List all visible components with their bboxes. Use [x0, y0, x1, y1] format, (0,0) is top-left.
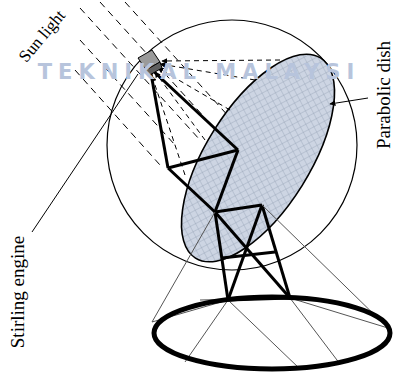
leader-line	[330, 98, 368, 104]
leader-line	[32, 74, 138, 232]
part-label: Parabolic dish	[374, 41, 393, 149]
support-tower	[215, 205, 290, 300]
watermark: TEKNIKAL MALAYSI	[38, 62, 360, 83]
engine-support	[150, 68, 238, 212]
sun-label: Sun light	[16, 7, 69, 65]
base-ring	[154, 297, 390, 369]
base-legs	[152, 205, 388, 369]
part-label: Stirling engine	[8, 236, 27, 348]
